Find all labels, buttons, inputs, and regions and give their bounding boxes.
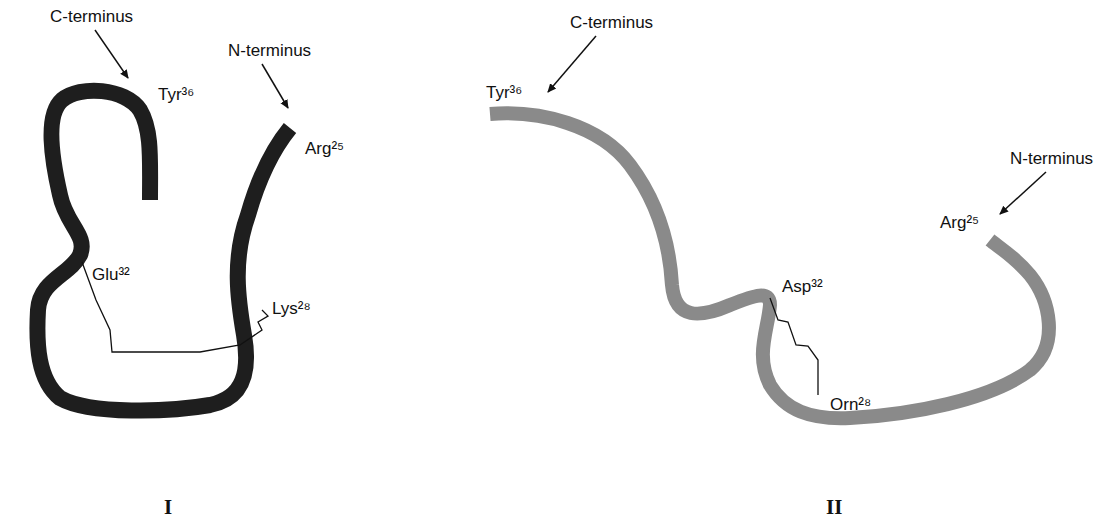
residue-label: Glu³² xyxy=(92,266,130,285)
lactam-bridge xyxy=(82,262,268,352)
residue-label: Arg²⁵ xyxy=(305,140,344,159)
terminus-label: N-terminus xyxy=(1010,150,1093,169)
leader-arrow xyxy=(95,30,128,78)
terminus-label: C-terminus xyxy=(50,8,133,27)
residue-label: Asp³² xyxy=(782,278,823,297)
residue-label: Tyr³⁶ xyxy=(486,84,522,103)
structure-number: I xyxy=(164,496,172,519)
peptide-ribbon xyxy=(37,91,290,411)
leader-arrow xyxy=(262,64,288,108)
terminus-label: N-terminus xyxy=(228,42,311,61)
residue-label: Tyr³⁶ xyxy=(158,86,194,105)
leader-arrow xyxy=(548,36,596,92)
leader-arrow xyxy=(1000,172,1046,214)
residue-label: Arg²⁵ xyxy=(940,214,979,233)
peptide-ribbon xyxy=(490,113,1049,418)
structure-number: II xyxy=(826,496,842,519)
lactam-bridge xyxy=(770,298,818,395)
residue-label: Lys²⁸ xyxy=(272,300,311,319)
terminus-label: C-terminus xyxy=(570,14,653,33)
residue-label: Orn²⁸ xyxy=(830,396,871,415)
